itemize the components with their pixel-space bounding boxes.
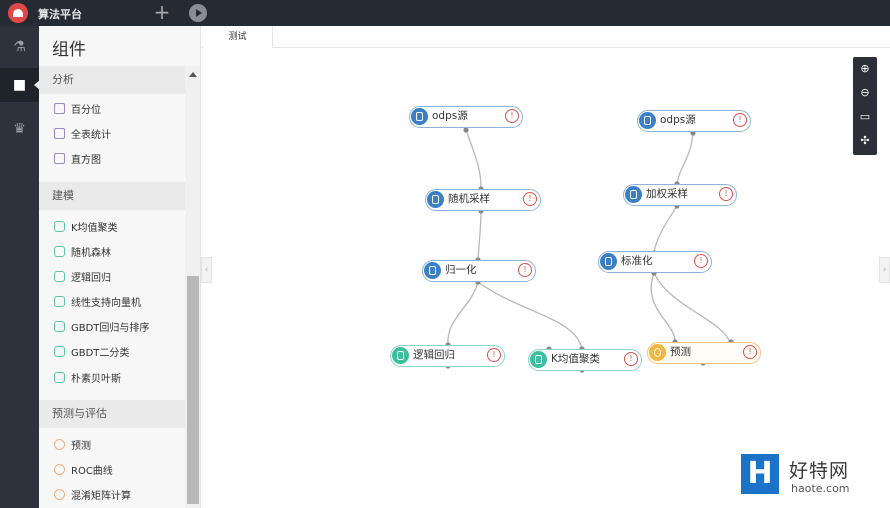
workflow-canvas[interactable]: odps源 ! 随机采样 ! 归一化 ! 逻辑回归 ! K均值聚类 ! odps… <box>201 48 890 508</box>
component-icon <box>54 246 65 257</box>
app-title: 算法平台 <box>38 8 82 21</box>
section-modeling[interactable]: 建模 <box>39 182 185 210</box>
workflow-node[interactable]: K均值聚类 ! <box>528 349 642 371</box>
tab-test[interactable]: 测试 <box>203 26 273 48</box>
component-item[interactable]: 百分位 <box>39 99 185 123</box>
database-icon <box>411 108 428 125</box>
connection-lines <box>445 127 734 373</box>
component-icon <box>54 372 65 383</box>
component-item[interactable]: 混淆矩阵计算 <box>39 485 185 508</box>
flask-icon[interactable]: ⚗ <box>13 39 26 55</box>
model-icon <box>530 351 547 368</box>
warning-icon[interactable]: ! <box>733 113 747 127</box>
workflow-node[interactable]: 标准化 ! <box>598 251 712 273</box>
component-icon <box>54 221 65 232</box>
warning-icon[interactable]: ! <box>487 348 501 362</box>
component-icon <box>54 296 65 307</box>
edge-line <box>465 129 482 190</box>
fit-screen-icon[interactable]: ▭ <box>859 110 871 123</box>
component-icon <box>54 346 65 357</box>
component-item[interactable]: 朴素贝叶斯 <box>39 368 185 392</box>
component-icon <box>54 439 65 450</box>
watermark-logo: H <box>741 454 779 494</box>
scrollbar-thumb[interactable] <box>187 276 199 504</box>
scroll-up-icon[interactable] <box>189 72 197 77</box>
icon-rail: ⚗ ■ ♛ <box>0 26 40 508</box>
briefcase-icon[interactable]: ■ <box>0 68 40 102</box>
workflow-node[interactable]: 加权采样 ! <box>623 184 737 206</box>
edge-line <box>676 132 694 185</box>
collapse-right-icon[interactable]: › <box>879 257 890 283</box>
workflow-node[interactable]: 随机采样 ! <box>425 189 541 211</box>
zoom-toolbar: ⊕ ⊖ ▭ ✣ <box>853 57 877 155</box>
panel-title: 组件 <box>52 40 86 60</box>
warning-icon[interactable]: ! <box>743 345 757 359</box>
edge-line <box>653 272 732 345</box>
workflow-node[interactable]: 逻辑回归 ! <box>390 345 505 367</box>
component-item[interactable]: 预测 <box>39 435 185 459</box>
zoom-in-icon[interactable]: ⊕ <box>860 62 870 75</box>
warning-icon[interactable]: ! <box>518 263 532 277</box>
collapse-left-icon[interactable]: ‹ <box>201 257 212 283</box>
edge-line <box>477 210 482 261</box>
section-analysis[interactable]: 分析 <box>39 66 185 94</box>
section-predict-eval[interactable]: 预测与评估 <box>39 400 185 428</box>
edge-line <box>477 281 583 350</box>
edge-line <box>650 272 676 343</box>
warning-icon[interactable]: ! <box>505 109 519 123</box>
edge-line <box>653 205 678 254</box>
component-item[interactable]: GBDT回归与排序 <box>39 317 185 341</box>
auto-layout-icon[interactable]: ✣ <box>860 134 870 147</box>
transform-icon <box>625 186 642 203</box>
component-icon <box>54 321 65 332</box>
component-item[interactable]: K均值聚类 <box>39 217 185 241</box>
app-logo-icon <box>8 3 28 23</box>
model-icon <box>392 347 409 364</box>
component-icon <box>54 128 65 139</box>
component-item[interactable]: 随机森林 <box>39 242 185 266</box>
component-item[interactable]: GBDT二分类 <box>39 342 185 366</box>
component-item[interactable]: ROC曲线 <box>39 460 185 484</box>
component-icon <box>54 464 65 475</box>
transform-icon <box>600 253 617 270</box>
watermark-brand: 好特网 <box>789 460 850 482</box>
component-item[interactable]: 全表统计 <box>39 124 185 148</box>
edge-line <box>447 281 479 346</box>
component-item[interactable]: 逻辑回归 <box>39 267 185 291</box>
run-button[interactable] <box>189 4 207 22</box>
database-icon <box>639 112 656 129</box>
component-item[interactable]: 直方图 <box>39 149 185 173</box>
warning-icon[interactable]: ! <box>523 192 537 206</box>
predict-icon <box>649 344 666 361</box>
add-button[interactable]: + <box>153 0 171 24</box>
workflow-node[interactable]: odps源 ! <box>409 106 523 128</box>
workflow-node[interactable]: 预测 ! <box>647 342 761 364</box>
warning-icon[interactable]: ! <box>624 352 638 366</box>
component-item[interactable]: 线性支持向量机 <box>39 292 185 316</box>
zoom-out-icon[interactable]: ⊖ <box>860 86 870 99</box>
crown-icon[interactable]: ♛ <box>13 121 26 137</box>
component-icon <box>54 153 65 164</box>
watermark-url: haote.com <box>791 482 850 495</box>
tab-bar: 测试 <box>201 26 890 48</box>
transform-icon <box>424 262 441 279</box>
warning-icon[interactable]: ! <box>694 254 708 268</box>
component-icon <box>54 103 65 114</box>
workflow-node[interactable]: 归一化 ! <box>422 260 536 282</box>
component-icon <box>54 489 65 500</box>
component-icon <box>54 271 65 282</box>
top-bar: 算法平台 + <box>0 0 890 26</box>
component-panel: 组件 分析 百分位 全表统计 直方图 建模 K均值聚类 随机森林 逻辑回归 线性… <box>39 26 201 508</box>
port-dot <box>463 127 469 133</box>
workflow-node[interactable]: odps源 ! <box>637 110 751 132</box>
warning-icon[interactable]: ! <box>719 187 733 201</box>
transform-icon <box>427 191 444 208</box>
